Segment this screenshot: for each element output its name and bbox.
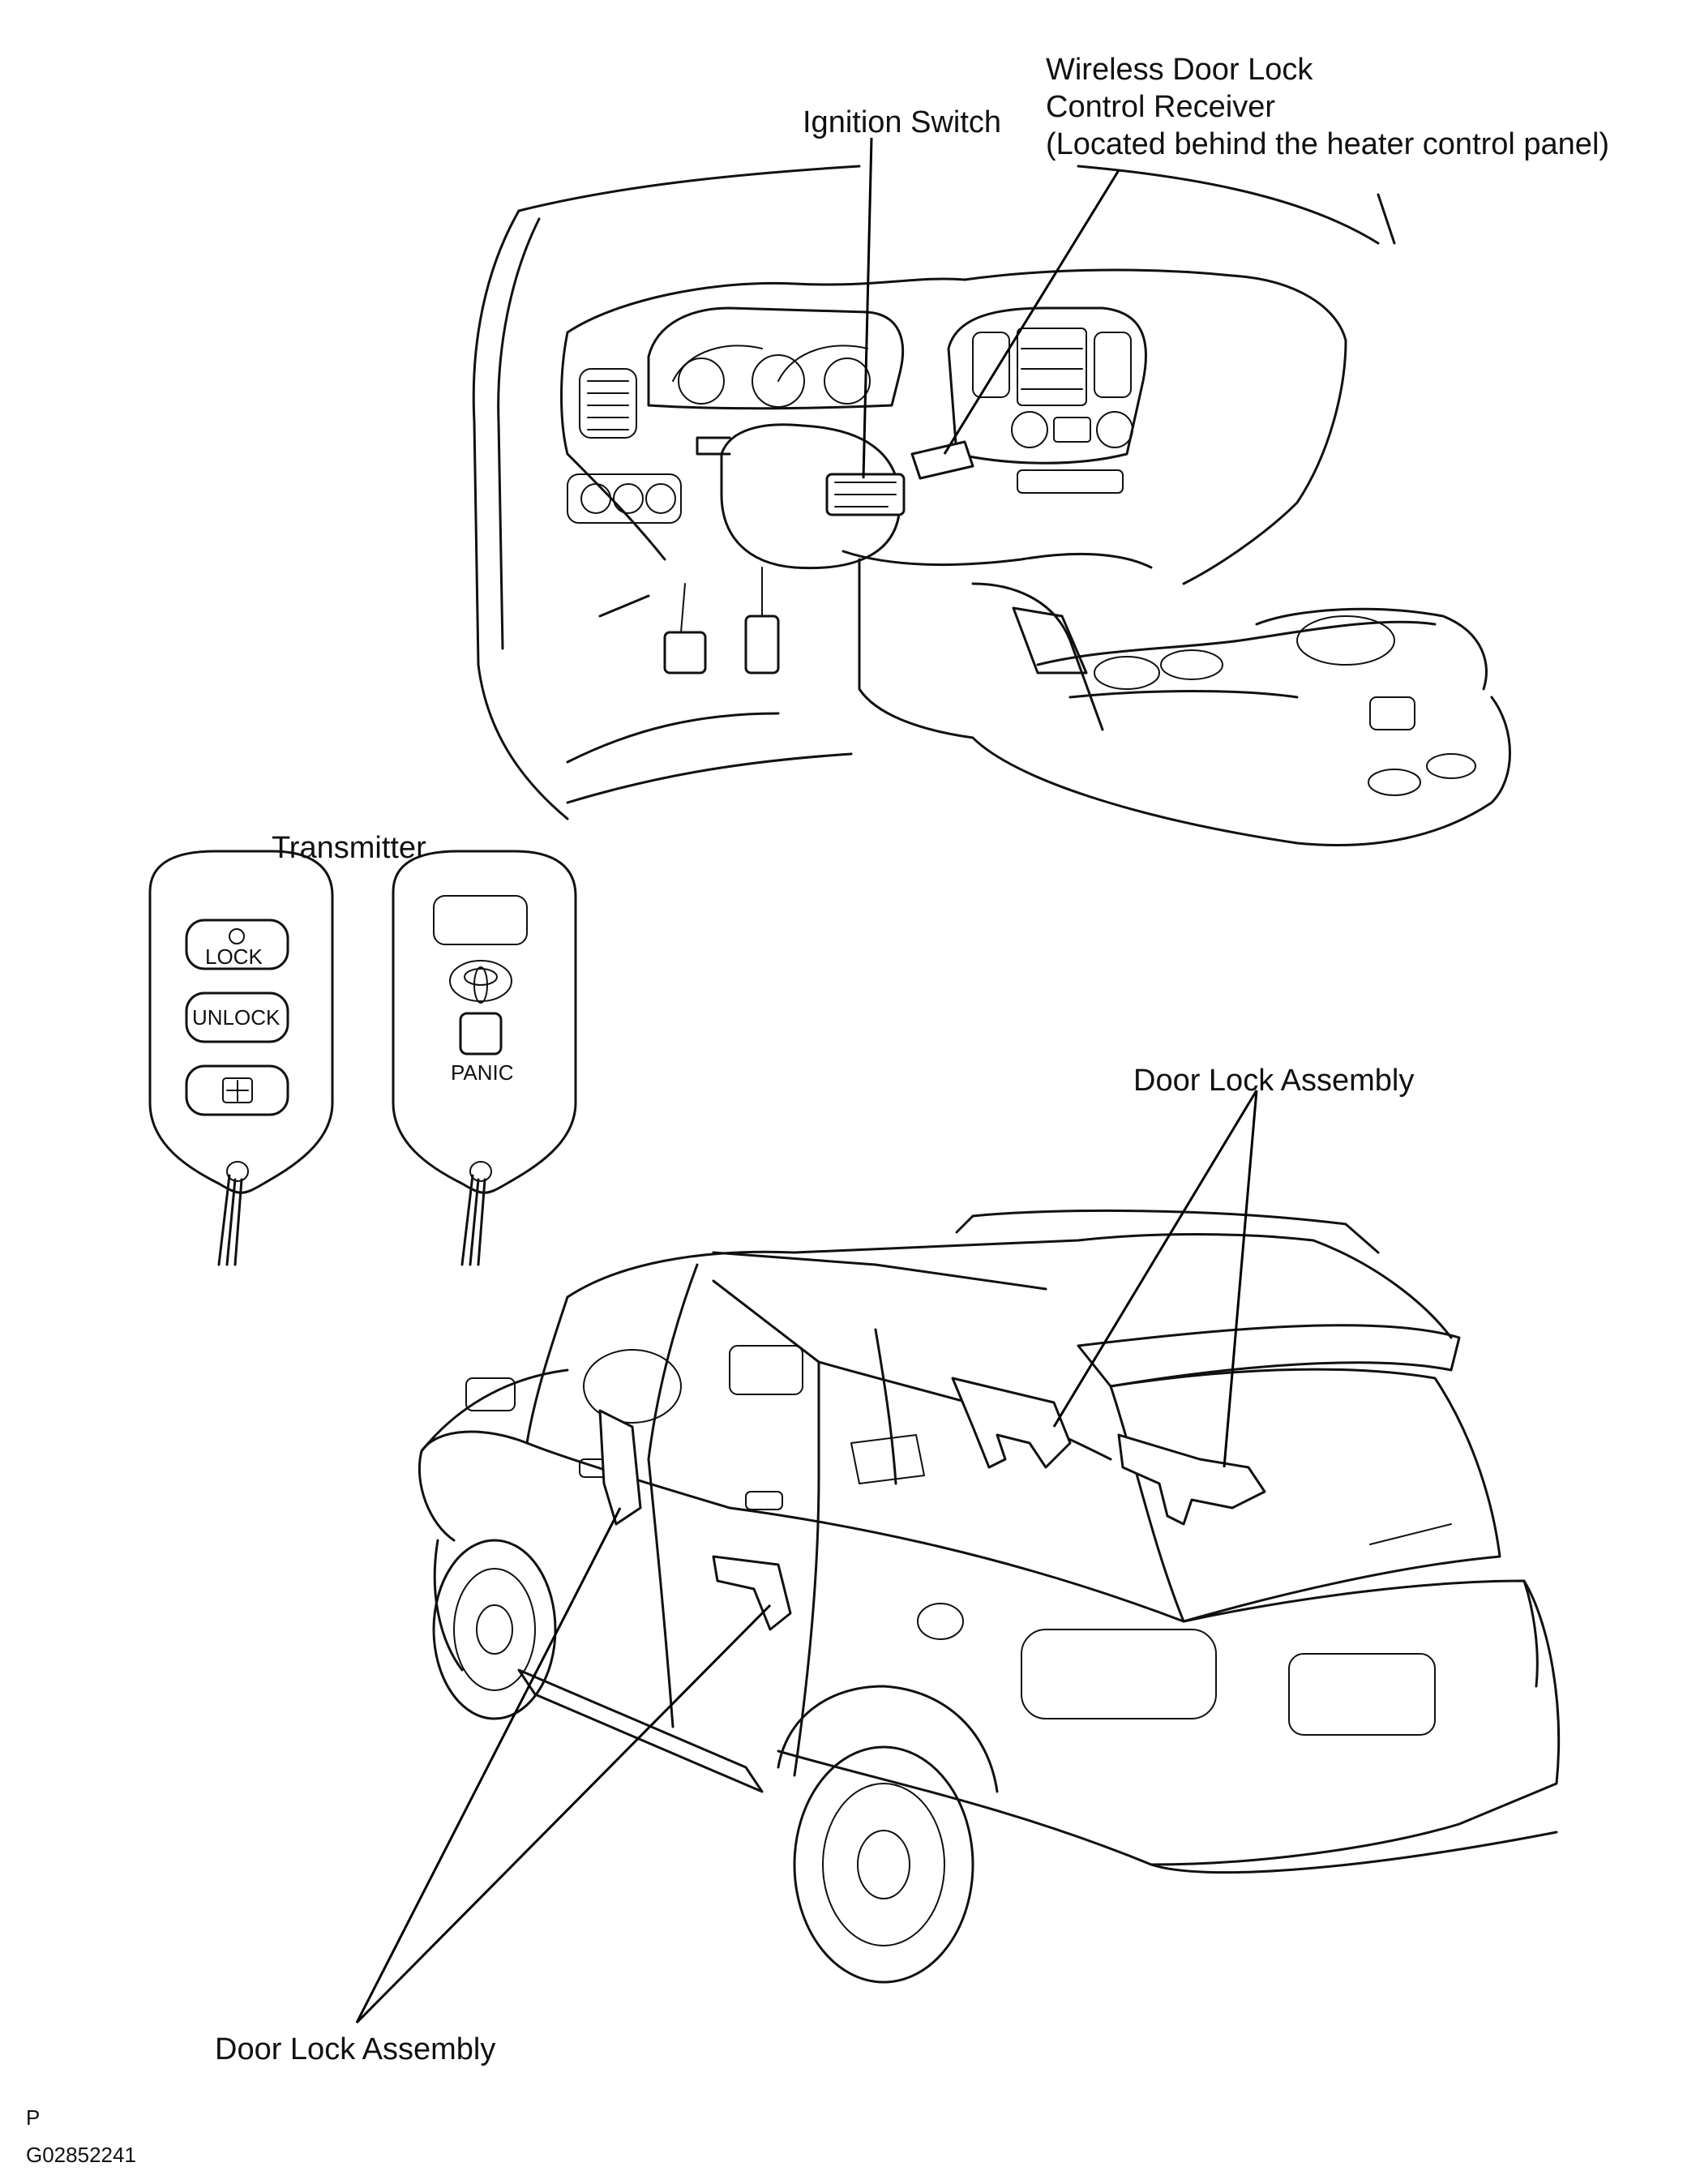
receiver-label-line1: Wireless Door Lock [1046, 53, 1313, 87]
receiver-label-line2: Control Receiver [1046, 90, 1275, 124]
door-lock-front-leader-a [355, 1507, 622, 2023]
receiver-label-line3: (Located behind the heater control panel… [1046, 127, 1610, 161]
transmitter-label: Transmitter [272, 831, 426, 865]
panic-button-label: PANIC [451, 1060, 514, 1085]
lock-button-label: LOCK [205, 944, 263, 969]
footer-code: P [26, 2105, 41, 2130]
receiver-leader [943, 169, 1120, 455]
liftgate-icon [222, 1077, 253, 1103]
door-lock-rear-leader-b [1223, 1090, 1258, 1468]
transmitter-front [148, 850, 334, 1266]
door-lock-front-leader-b [355, 1604, 772, 2024]
dashboard-illustration [472, 165, 1511, 847]
transmitter-back [392, 850, 577, 1266]
door-lock-rear-leader-a [1052, 1090, 1258, 1428]
figure-id: G02852241 [26, 2143, 136, 2167]
ignition-switch-label: Ignition Switch [803, 105, 1002, 139]
ignition-switch-leader [862, 137, 873, 479]
vehicle-illustration [418, 1209, 1561, 1984]
door-lock-rear-label: Door Lock Assembly [1133, 1064, 1415, 1098]
unlock-button-label: UNLOCK [192, 1005, 280, 1030]
toyota-logo-icon [449, 960, 512, 1004]
door-lock-front-label: Door Lock Assembly [215, 2032, 496, 2066]
